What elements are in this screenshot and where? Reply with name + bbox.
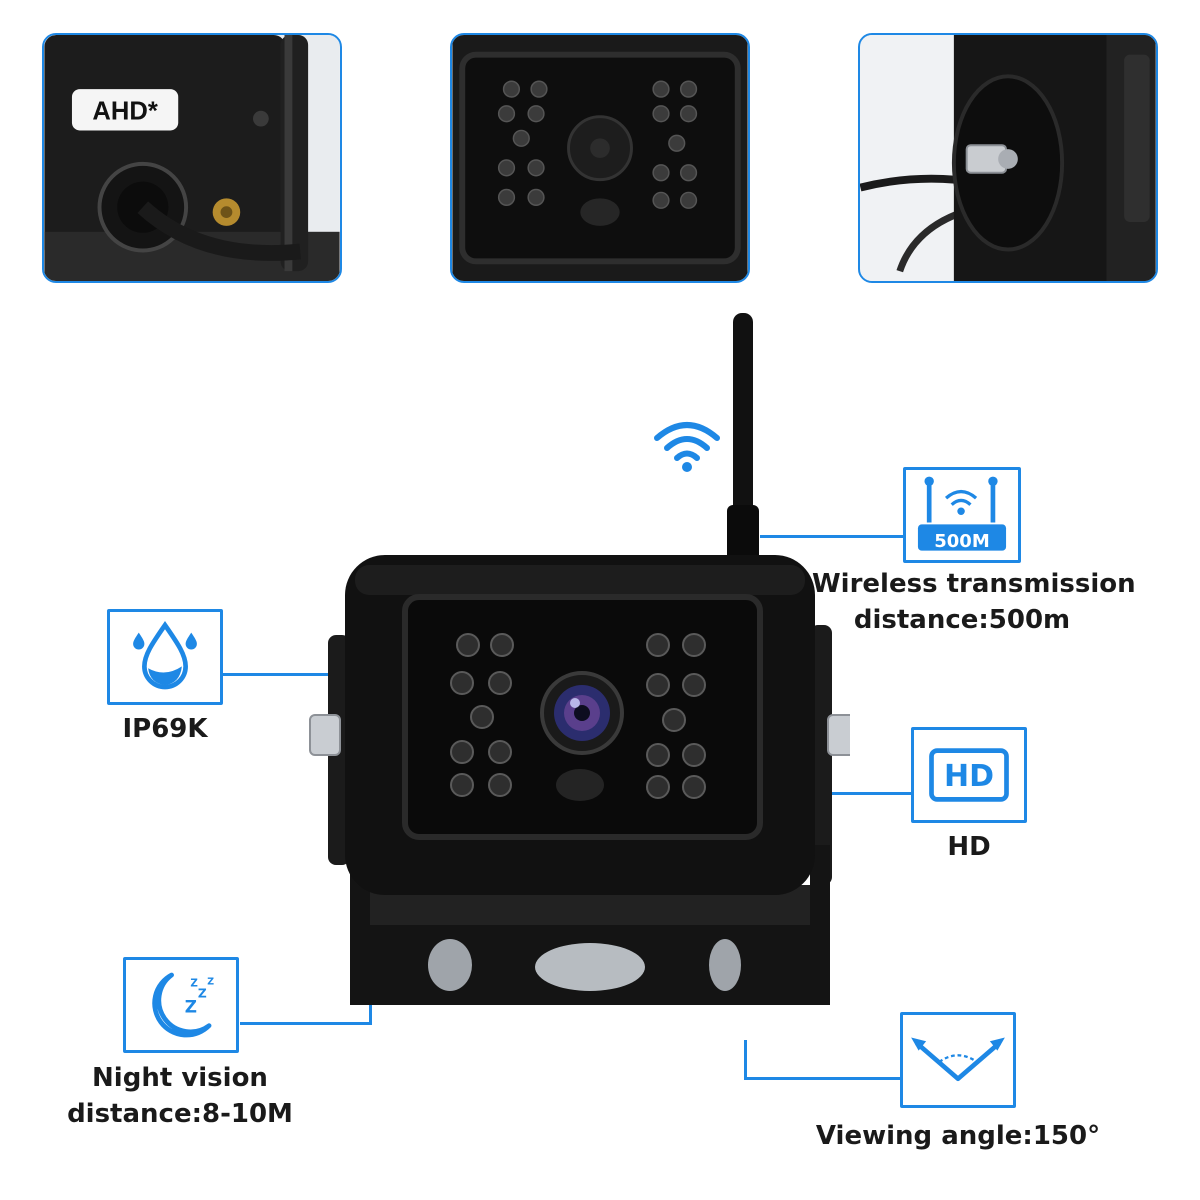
night-label-line2: distance:8-10M: [67, 1099, 293, 1129]
night-feature-box: Z Z Z Z: [123, 957, 239, 1053]
rear-connector-photo: AHD*: [44, 35, 340, 281]
camera-main-image: [309, 313, 850, 1005]
wireless-connector-line: [760, 535, 905, 538]
hd-badge: HD: [943, 759, 994, 794]
night-connector-line-h: [240, 1022, 371, 1025]
svg-text:Z: Z: [198, 987, 207, 1001]
wifi-icon: [654, 422, 720, 472]
hd-icon: [929, 748, 1009, 802]
thumbnail-ir-leds[interactable]: [450, 33, 750, 283]
moon-sleep-icon: Z Z Z Z: [152, 972, 214, 1038]
waterproof-feature-box: [107, 609, 223, 705]
svg-text:Z: Z: [185, 997, 197, 1017]
wireless-label-line2: distance:500m: [853, 605, 1071, 635]
thumbnail-side-screw[interactable]: [858, 33, 1158, 283]
svg-text:Z: Z: [190, 977, 197, 989]
antenna: [733, 313, 753, 568]
thumbnail-rear-connector[interactable]: AHD*: [42, 33, 342, 283]
night-label-line1: Night vision: [92, 1063, 268, 1093]
wireless-badge: 500M: [934, 531, 990, 552]
router-500m-icon: [917, 476, 1007, 551]
ahd-badge: AHD*: [92, 98, 157, 126]
night-connector-line-v: [369, 990, 372, 1025]
wireless-label-line1: Wireless transmission: [812, 569, 1136, 599]
right-screw: [827, 714, 850, 756]
hd-connector-line: [825, 792, 913, 795]
angle-connector-line-v: [744, 1040, 747, 1080]
hd-feature-box: HD: [911, 727, 1027, 823]
water-drop-icon: [133, 621, 197, 690]
left-screw: [309, 714, 341, 756]
wireless-feature-box: 500M: [903, 467, 1021, 563]
svg-text:Z: Z: [207, 976, 214, 987]
waterproof-connector-line: [222, 673, 334, 676]
ir-led-array-left: [450, 633, 514, 797]
angle-feature-box: [900, 1012, 1016, 1108]
hd-label: HD: [947, 832, 991, 862]
angle-label: Viewing angle:150°: [815, 1121, 1101, 1151]
side-mount-screw-photo: [860, 35, 1156, 281]
viewing-angle-icon: [911, 1037, 1005, 1082]
waterproof-label: IP69K: [122, 714, 208, 744]
angle-connector-line-h: [744, 1077, 902, 1080]
ir-led-closeup-photo: [452, 35, 748, 281]
ir-led-array-right: [646, 633, 706, 799]
